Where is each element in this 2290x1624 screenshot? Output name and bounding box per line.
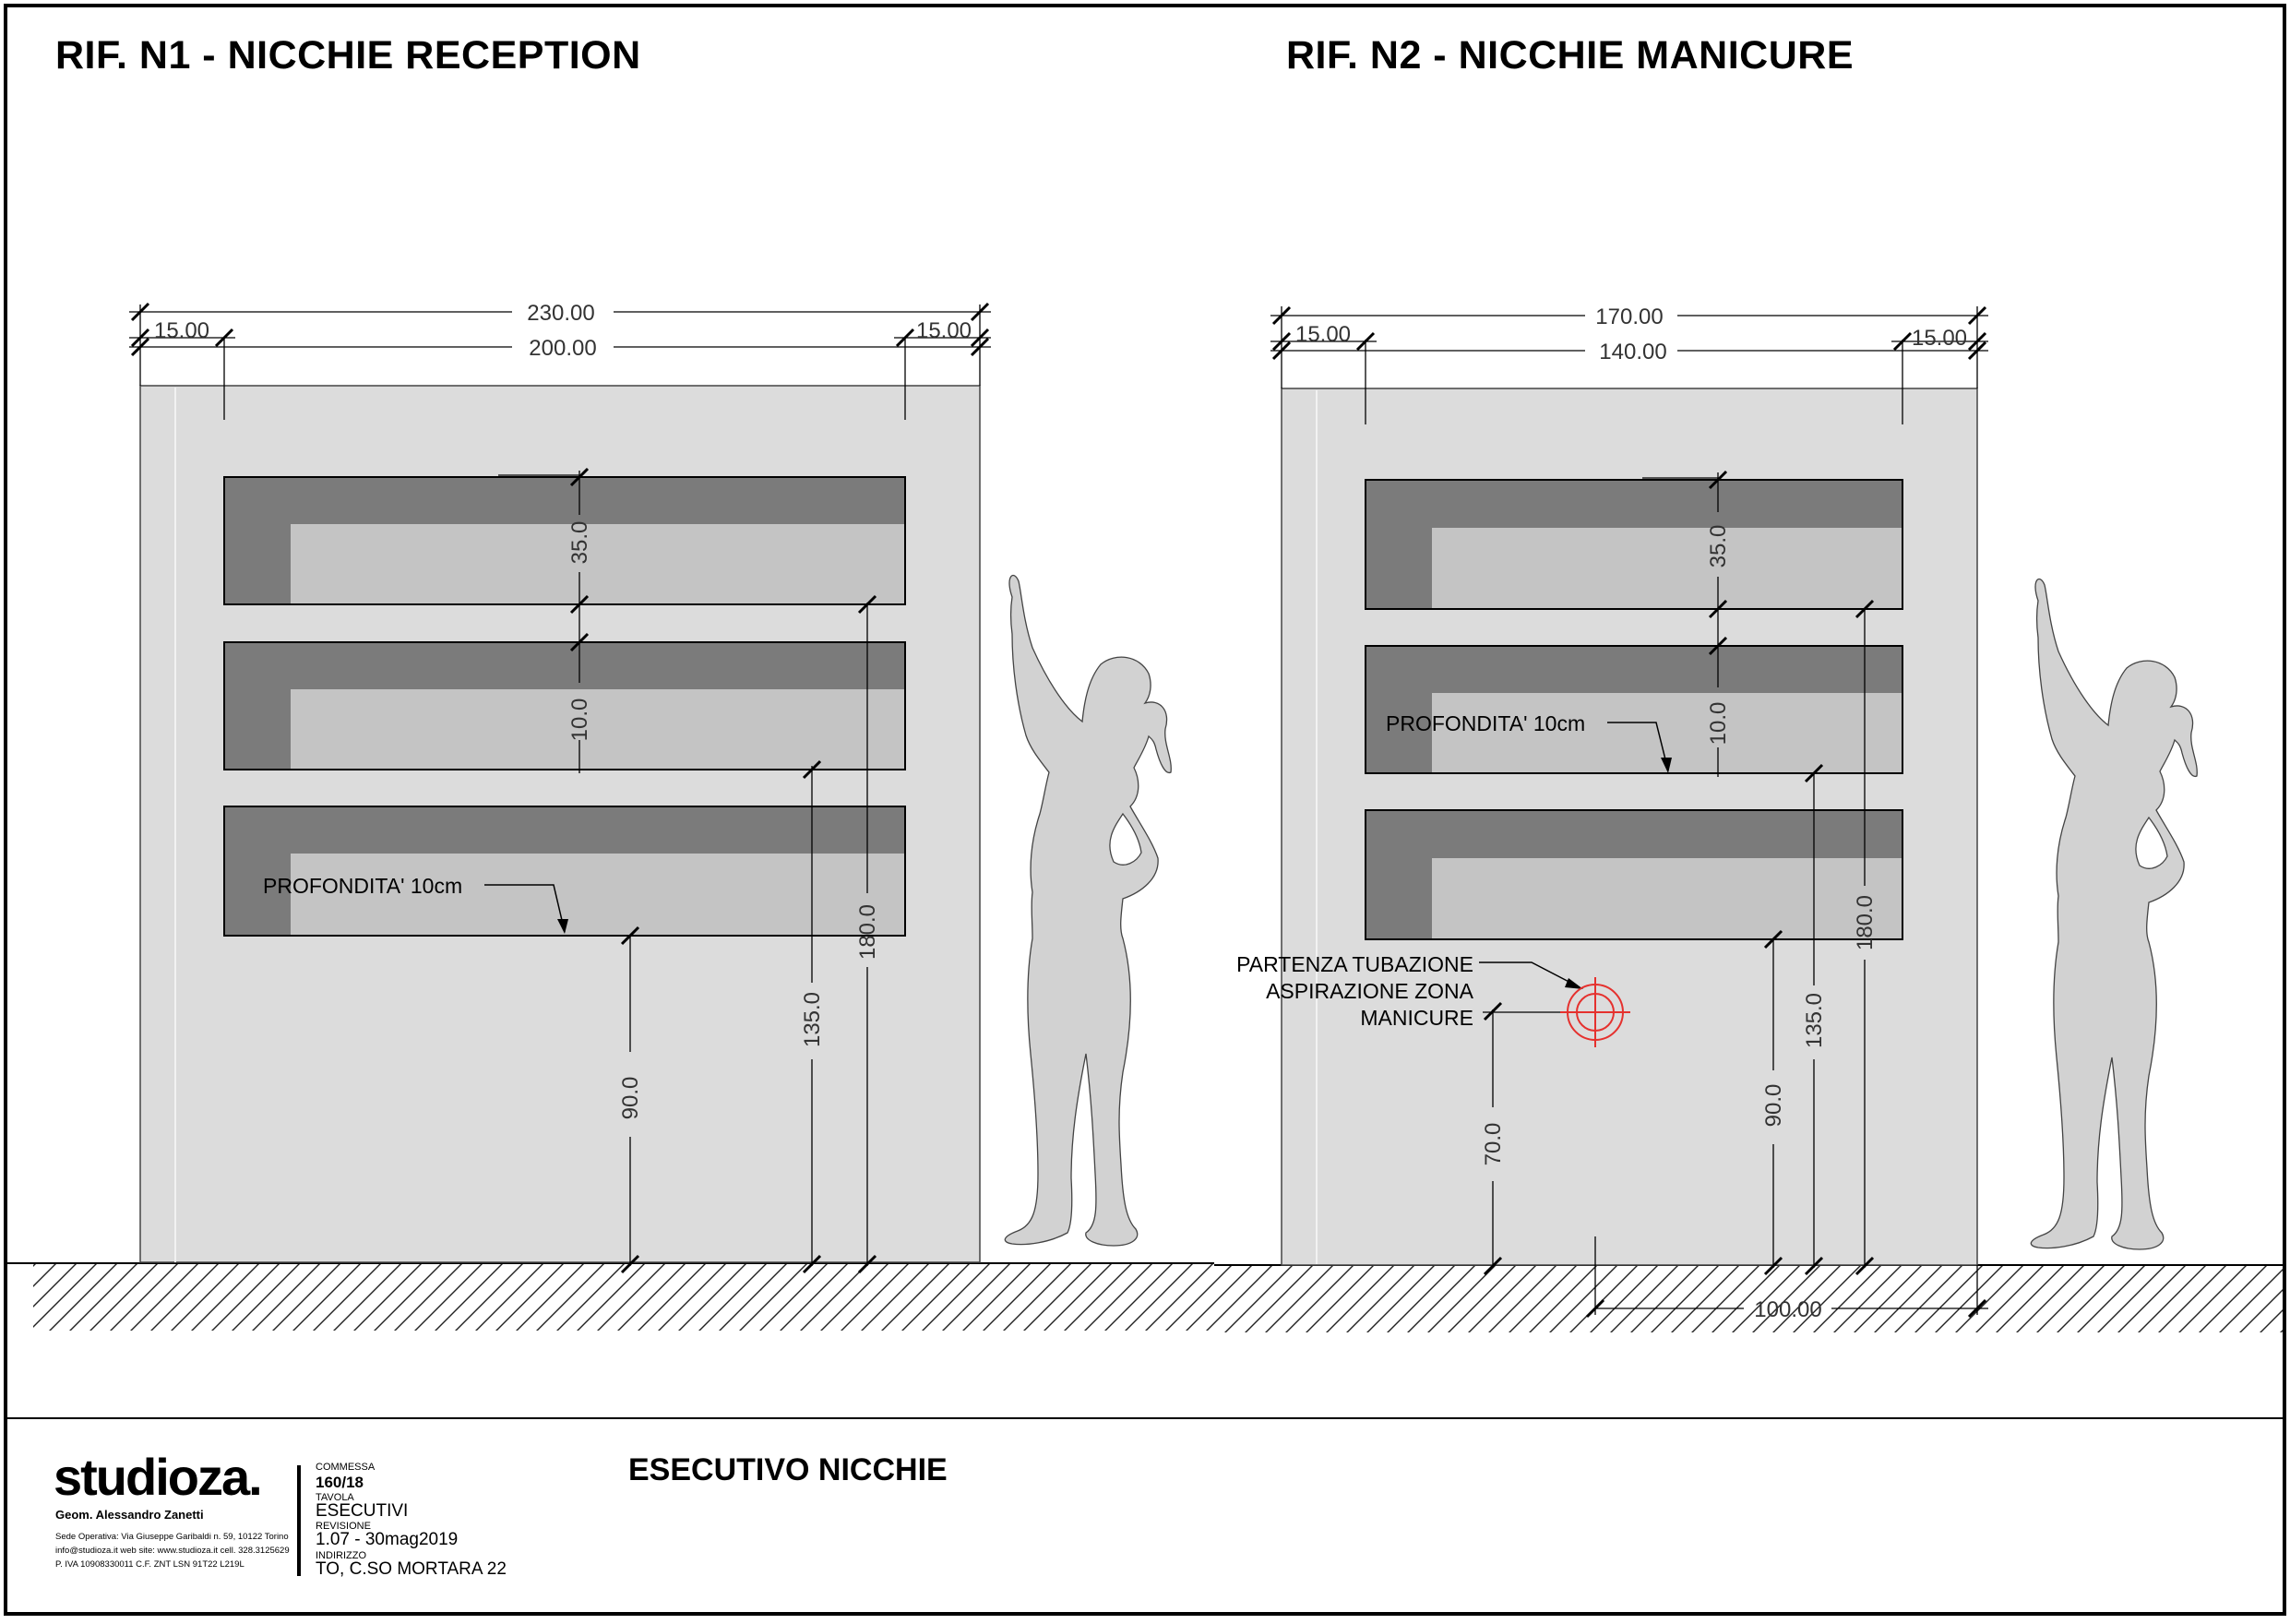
author-name: Geom. Alessandro Zanetti — [55, 1508, 204, 1522]
dim-height-top: 180.0 — [855, 904, 880, 960]
ground-hatch — [1214, 1266, 2283, 1332]
dim-inner: 200.00 — [529, 336, 596, 361]
niche — [223, 476, 906, 605]
tavola-label: TAVOLA — [316, 1492, 354, 1503]
dim-side-left: 15.00 — [1295, 322, 1351, 347]
note-pipe-line2: ASPIRAZIONE ZONA — [1266, 979, 1474, 1003]
dim-height-top: 180.0 — [1853, 895, 1878, 950]
commessa-label: COMMESSA — [316, 1462, 376, 1473]
note-depth: PROFONDITA' 10cm — [263, 874, 462, 898]
revisione-label: REVISIONE — [316, 1521, 371, 1532]
revisione-value: 1.07 - 30mag2019 — [316, 1530, 459, 1549]
dim-side-left: 15.00 — [154, 318, 209, 343]
niche — [223, 641, 906, 770]
office-address: Sede Operativa: Via Giuseppe Garibaldi n… — [55, 1532, 289, 1542]
pipe-outlet-symbol — [1560, 977, 1630, 1047]
note-pipe-line1: PARTENZA TUBAZIONE — [1236, 952, 1473, 976]
dim-overall: 230.00 — [527, 301, 594, 326]
indirizzo-value: TO, C.SO MORTARA 22 — [316, 1559, 507, 1579]
dim-niche-height: 35.0 — [1706, 525, 1731, 568]
ground-hatch — [33, 1264, 1214, 1331]
tax-info: P. IVA 10908330011 C.F. ZNT LSN 91T22 L2… — [55, 1559, 245, 1570]
note-depth: PROFONDITA' 10cm — [1386, 711, 1585, 735]
dim-side-right: 15.00 — [916, 318, 972, 343]
dim-height-mid: 135.0 — [1802, 993, 1827, 1048]
niche — [1365, 809, 1903, 940]
dim-height-pipe: 70.0 — [1481, 1123, 1506, 1166]
sheet-title: ESECUTIVO NICCHIE — [628, 1452, 948, 1487]
dim-height-bottom: 90.0 — [618, 1077, 643, 1120]
dim-side-right: 15.00 — [1912, 326, 1967, 351]
dim-gap: 10.0 — [1706, 702, 1731, 746]
drawing-title-reception: RIF. N1 - NICCHIE RECEPTION — [55, 33, 641, 78]
note-pipe-line3: MANICURE — [1360, 1006, 1473, 1030]
human-silhouette — [2030, 578, 2199, 1250]
indirizzo-label: INDIRIZZO — [316, 1550, 366, 1561]
dim-niche-height: 35.0 — [567, 521, 592, 565]
elevation-manicure: 170.00 140.00 15.00 15.00 — [1214, 304, 2284, 1332]
dim-height-bottom: 90.0 — [1761, 1084, 1786, 1128]
human-silhouette — [1004, 574, 1173, 1247]
contact-info: info@studioza.it web site: www.studioza.… — [55, 1546, 290, 1556]
dim-overall: 170.00 — [1595, 304, 1663, 329]
dim-inner: 140.00 — [1599, 340, 1666, 364]
dim-pipe-offset: 100.00 — [1754, 1297, 1821, 1322]
niche — [1365, 479, 1903, 610]
tavola-value: ESECUTIVI — [316, 1501, 409, 1521]
drawing-title-manicure: RIF. N2 - NICCHIE MANICURE — [1286, 33, 1855, 78]
dim-height-mid: 135.0 — [800, 992, 825, 1047]
niche — [223, 806, 906, 937]
commessa-value: 160/18 — [316, 1474, 364, 1491]
elevation-reception: 230.00 200.00 15.00 15.00 — [6, 301, 1214, 1331]
niche — [1365, 645, 1903, 774]
dim-gap: 10.0 — [567, 699, 592, 742]
company-logo: studioza. — [54, 1448, 263, 1506]
